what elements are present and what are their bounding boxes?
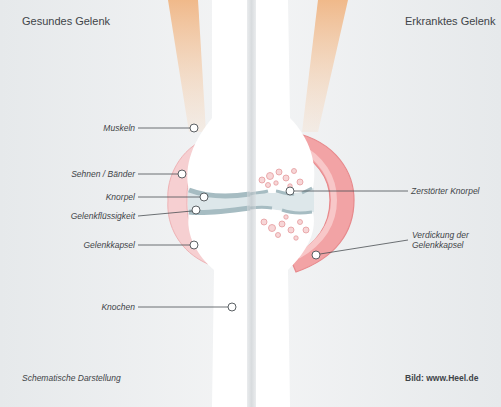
muscle	[302, 0, 348, 132]
muscle	[168, 0, 206, 132]
note: Schematische Darstellung	[22, 373, 222, 383]
divider	[247, 0, 256, 407]
marker-dot	[178, 124, 320, 311]
cartilage	[189, 190, 250, 196]
leader-lines	[138, 128, 408, 307]
part-label: Gelenkkapsel	[10, 240, 135, 250]
part-label: Gelenkflüssigkeit	[10, 211, 135, 221]
source-credit: Bild: www.Heel.de	[405, 373, 497, 383]
cartilage-fragments	[259, 169, 309, 241]
part-label: Muskeln	[10, 123, 135, 133]
panel-heading: Gesundes Gelenk	[22, 15, 162, 28]
part-label: Knorpel	[10, 192, 135, 202]
part-label: Sehnen / Bänder	[10, 169, 135, 179]
panel-heading: Erkranktes Gelenk	[405, 15, 497, 28]
part-label: Knochen	[10, 302, 135, 312]
part-label: Zerstörter Knorpel	[411, 186, 497, 196]
part-label: Verdickung der Gelenkkapsel	[412, 230, 494, 250]
destroyed-cartilage	[250, 207, 312, 213]
